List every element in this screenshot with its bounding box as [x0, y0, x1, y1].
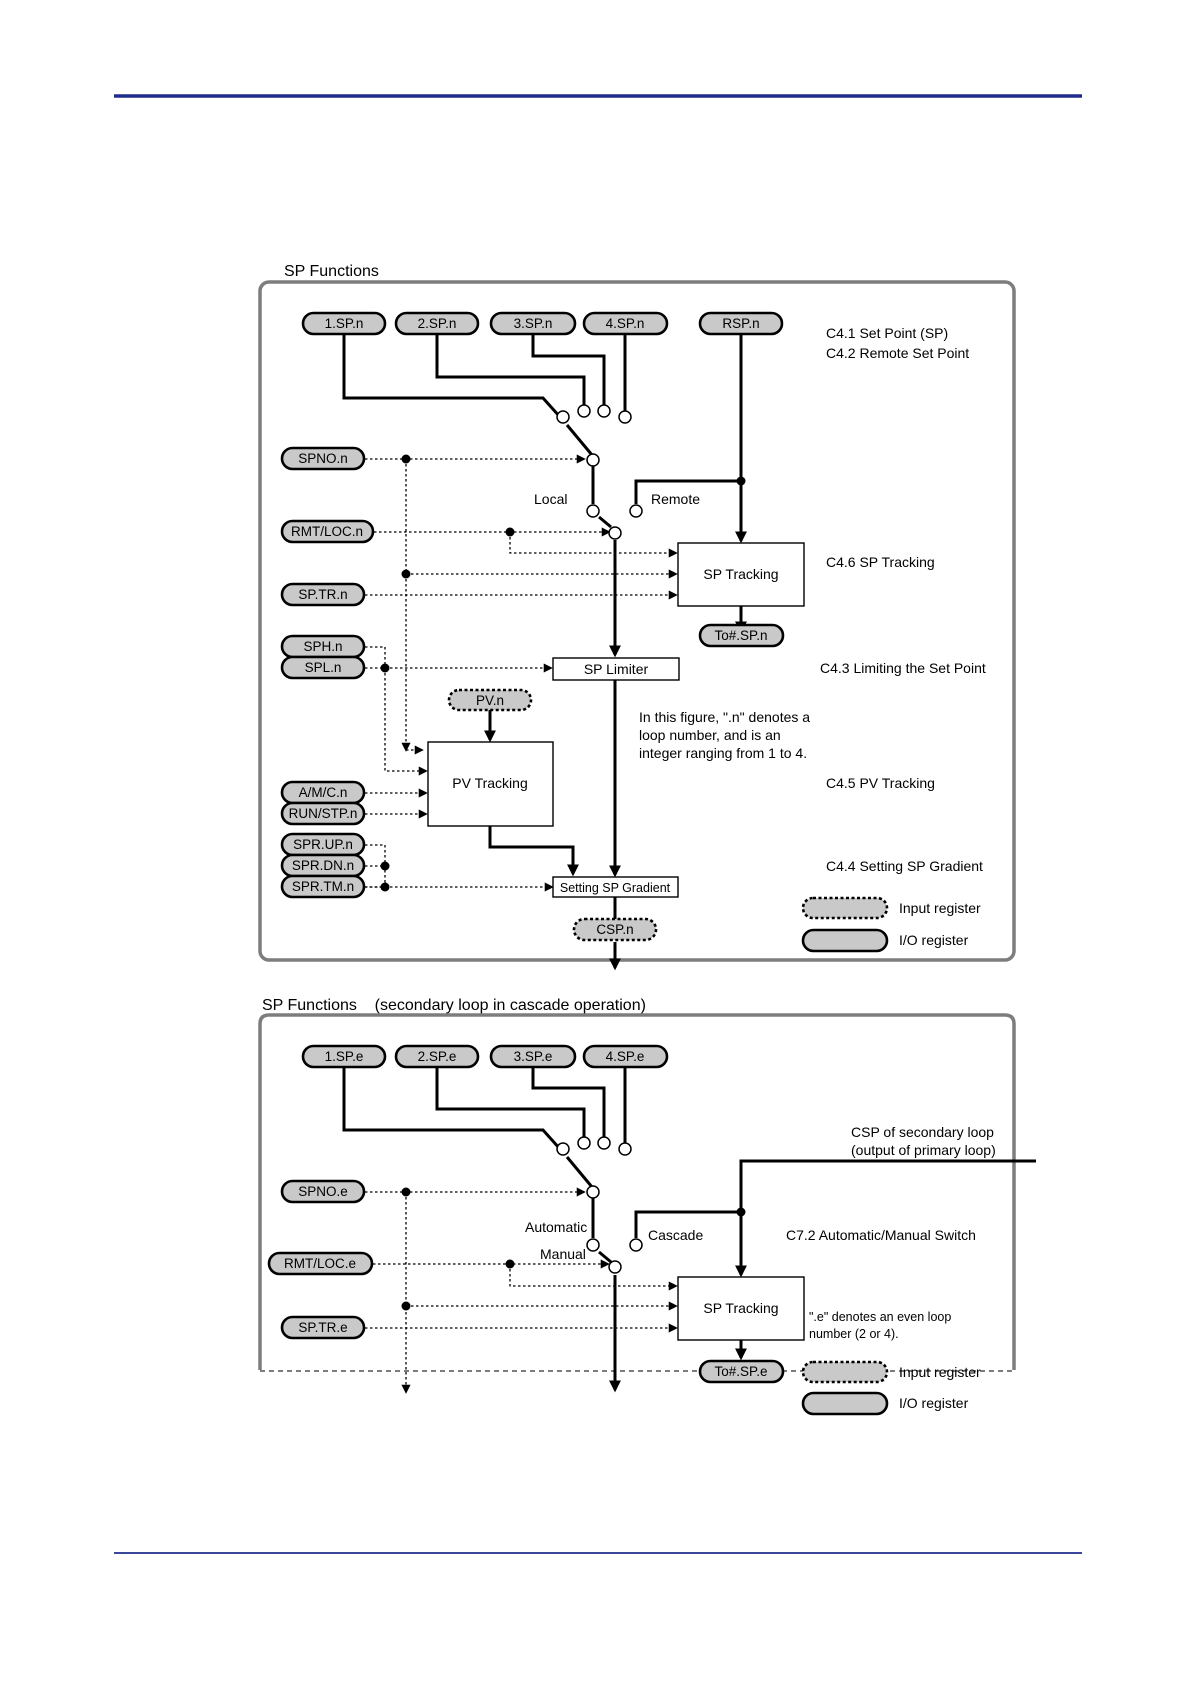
sp-register-2-label: 2.SP.n: [418, 316, 457, 331]
sph-label: SPH.n: [303, 639, 342, 654]
ref-c45: C4.5 PV Tracking: [826, 775, 935, 791]
sp-limiter-block: SP Limiter: [552, 657, 680, 681]
pv-tracking-label: PV Tracking: [452, 775, 527, 791]
amc-register: A/M/C.n: [280, 780, 366, 805]
sptr-register: SP.TR.n: [280, 582, 366, 607]
note-e-line-1: ".e" denotes an even loop: [809, 1310, 951, 1324]
diagram-sp-functions: SP Functions: [258, 263, 1016, 971]
ref-c72: C7.2 Automatic/Manual Switch: [786, 1227, 976, 1243]
runstp-label: RUN/STP.n: [289, 806, 358, 821]
rmtloc-register: RMT/LOC.n: [280, 519, 375, 544]
sprdn-register: SPR.DN.n: [280, 853, 366, 878]
sprdn-label: SPR.DN.n: [292, 858, 354, 873]
sph-register: SPH.n: [280, 634, 366, 659]
sp-e-register-2: 2.SP.e: [394, 1044, 480, 1069]
note-line-2: loop number, and is an: [639, 727, 781, 743]
legend2-input-label: Input register: [899, 1364, 981, 1380]
cascade-label: Cascade: [648, 1227, 703, 1243]
rmtloc-e-label: RMT/LOC.e: [284, 1256, 356, 1271]
sprup-label: SPR.UP.n: [293, 837, 353, 852]
sp-tracking-block: SP Tracking: [677, 542, 805, 607]
sp-register-4-label: 4.SP.n: [606, 316, 645, 331]
sp-register-1-label: 1.SP.n: [325, 316, 364, 331]
sprtm-label: SPR.TM.n: [292, 879, 354, 894]
diagram-sp-functions-cascade: SP Functions (secondary loop in cascade …: [258, 997, 1036, 1416]
diagram2-title: SP Functions (secondary loop in cascade …: [262, 997, 646, 1014]
sptr-label: SP.TR.n: [298, 587, 347, 602]
diagram1-title: SP Functions: [284, 263, 379, 280]
legend2-input-swatch: [801, 1360, 889, 1384]
rmtloc-e-register: RMT/LOC.e: [267, 1251, 374, 1276]
ref-c42: C4.2 Remote Set Point: [826, 345, 969, 361]
runstp-register: RUN/STP.n: [280, 801, 366, 826]
sp-e-register-1-label: 1.SP.e: [325, 1049, 364, 1064]
sprup-register: SPR.UP.n: [280, 832, 366, 857]
sp-register-3: 3.SP.n: [489, 311, 577, 336]
sp-gradient-label: Setting SP Gradient: [560, 881, 671, 895]
spl-label: SPL.n: [305, 660, 342, 675]
spl-register: SPL.n: [280, 655, 366, 680]
spno-register: SPNO.n: [280, 446, 366, 471]
ref-c46: C4.6 SP Tracking: [826, 554, 935, 570]
manual-label: Manual: [540, 1246, 586, 1262]
note-e-line-2: number (2 or 4).: [809, 1327, 899, 1341]
sp-e-register-2-label: 2.SP.e: [418, 1049, 457, 1064]
sp-tracking-label: SP Tracking: [703, 566, 778, 582]
to-sp-label: To#.SP.n: [714, 628, 767, 643]
pv-tracking-block: PV Tracking: [427, 741, 554, 827]
sp-tracking-e-block: SP Tracking: [677, 1276, 805, 1341]
sp-e-register-4: 4.SP.e: [582, 1044, 669, 1069]
sp-register-2: 2.SP.n: [394, 311, 480, 336]
diagram1-frame: [258, 280, 1016, 962]
ref-c43: C4.3 Limiting the Set Point: [820, 660, 986, 676]
sprtm-register: SPR.TM.n: [280, 874, 366, 899]
to-sp-register: To#.SP.n: [698, 623, 785, 648]
rsp-register-label: RSP.n: [722, 316, 759, 331]
sp-e-register-3-label: 3.SP.e: [514, 1049, 553, 1064]
automatic-label: Automatic: [525, 1219, 587, 1235]
amc-label: A/M/C.n: [299, 785, 348, 800]
ref-c41: C4.1 Set Point (SP): [826, 325, 948, 341]
legend-io-swatch: [801, 928, 889, 953]
legend2-io-swatch: [801, 1391, 889, 1416]
diagram2-frame: [258, 1013, 1016, 1370]
note-line-3: integer ranging from 1 to 4.: [639, 745, 807, 761]
sp-e-register-3: 3.SP.e: [489, 1044, 577, 1069]
sptr-e-register: SP.TR.e: [280, 1315, 366, 1340]
csp-secondary-line-2: (output of primary loop): [851, 1142, 996, 1158]
spno-e-register: SPNO.e: [280, 1179, 366, 1204]
sp-e-register-4-label: 4.SP.e: [606, 1049, 645, 1064]
legend-input-label: Input register: [899, 900, 981, 916]
pv-label: PV.n: [476, 693, 504, 708]
rmtloc-label: RMT/LOC.n: [291, 524, 363, 539]
pv-register: PV.n: [447, 688, 533, 712]
to-sp-e-label: To#.SP.e: [714, 1364, 767, 1379]
remote-label: Remote: [651, 491, 700, 507]
sp-limiter-label: SP Limiter: [584, 661, 649, 677]
sp-register-3-label: 3.SP.n: [514, 316, 553, 331]
spno-label: SPNO.n: [298, 451, 348, 466]
spno-e-label: SPNO.e: [298, 1184, 348, 1199]
sp-gradient-block: Setting SP Gradient: [552, 876, 679, 898]
sp-tracking-e-label: SP Tracking: [703, 1300, 778, 1316]
local-label: Local: [534, 491, 567, 507]
sp-register-4: 4.SP.n: [582, 311, 669, 336]
rsp-register: RSP.n: [698, 311, 784, 336]
sp-register-1: 1.SP.n: [301, 311, 387, 336]
note-line-1: In this figure, ".n" denotes a: [639, 709, 810, 725]
csp-register: CSP.n: [572, 917, 658, 942]
legend-input-swatch: [801, 896, 889, 920]
legend2-io-label: I/O register: [899, 1395, 969, 1411]
csp-secondary-line-1: CSP of secondary loop: [851, 1124, 994, 1140]
sp-e-register-1: 1.SP.e: [301, 1044, 387, 1069]
to-sp-e-register: To#.SP.e: [698, 1359, 785, 1384]
legend-io-label: I/O register: [899, 932, 969, 948]
sptr-e-label: SP.TR.e: [298, 1320, 347, 1335]
csp-label: CSP.n: [596, 922, 633, 937]
ref-c44: C4.4 Setting SP Gradient: [826, 858, 983, 874]
